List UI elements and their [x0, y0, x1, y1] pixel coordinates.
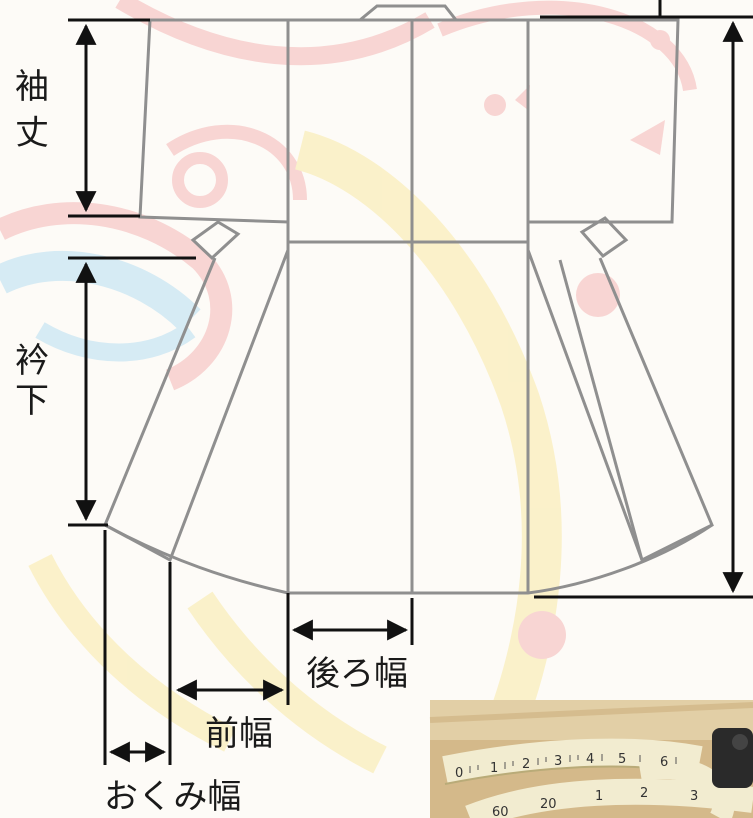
- tape-number: 3: [554, 754, 562, 769]
- tape-number: 60: [492, 805, 509, 818]
- tape-number: 2: [522, 757, 530, 772]
- front-width-label: 前幅: [205, 714, 273, 754]
- left-collar-tip: [190, 220, 241, 261]
- right-body-front: [526, 249, 714, 563]
- dimension-labels: 袖 丈 衿 下 後ろ幅 前幅 おくみ幅: [15, 67, 408, 817]
- sleeve-length-label-char-1: 袖: [15, 67, 49, 107]
- sleeve-length-label-char-2: 丈: [15, 113, 49, 153]
- okumi-width-label: おくみ幅: [104, 777, 241, 817]
- collar-down-label-char-1: 衿: [15, 341, 49, 381]
- dimension-lines: [68, 0, 753, 765]
- kimono-outline: [103, 4, 714, 595]
- neck-collar: [355, 4, 460, 22]
- right-sleeve: [526, 18, 680, 224]
- tape-measure-photo: 0 1 2 3 4 5 6 60 20 1 2 3: [429, 700, 753, 818]
- tape-number: 3: [690, 789, 698, 804]
- tape-number: 1: [595, 789, 603, 804]
- tape-case: [712, 728, 753, 788]
- tape-number: 4: [586, 752, 594, 767]
- tape-strip-top: [442, 738, 703, 784]
- tape-number: 5: [618, 752, 626, 767]
- tape-number: 2: [640, 786, 648, 801]
- back-width-label: 後ろ幅: [306, 654, 408, 694]
- hem-line: [104, 523, 713, 595]
- right-collar-tip: [579, 216, 629, 258]
- tape-number: 0: [455, 766, 463, 781]
- tape-number: 1: [490, 761, 498, 776]
- tape-number: 6: [660, 755, 668, 770]
- tape-number: 20: [540, 797, 557, 812]
- tape-loop: [638, 757, 735, 818]
- collar-down-label-char-2: 下: [15, 381, 49, 421]
